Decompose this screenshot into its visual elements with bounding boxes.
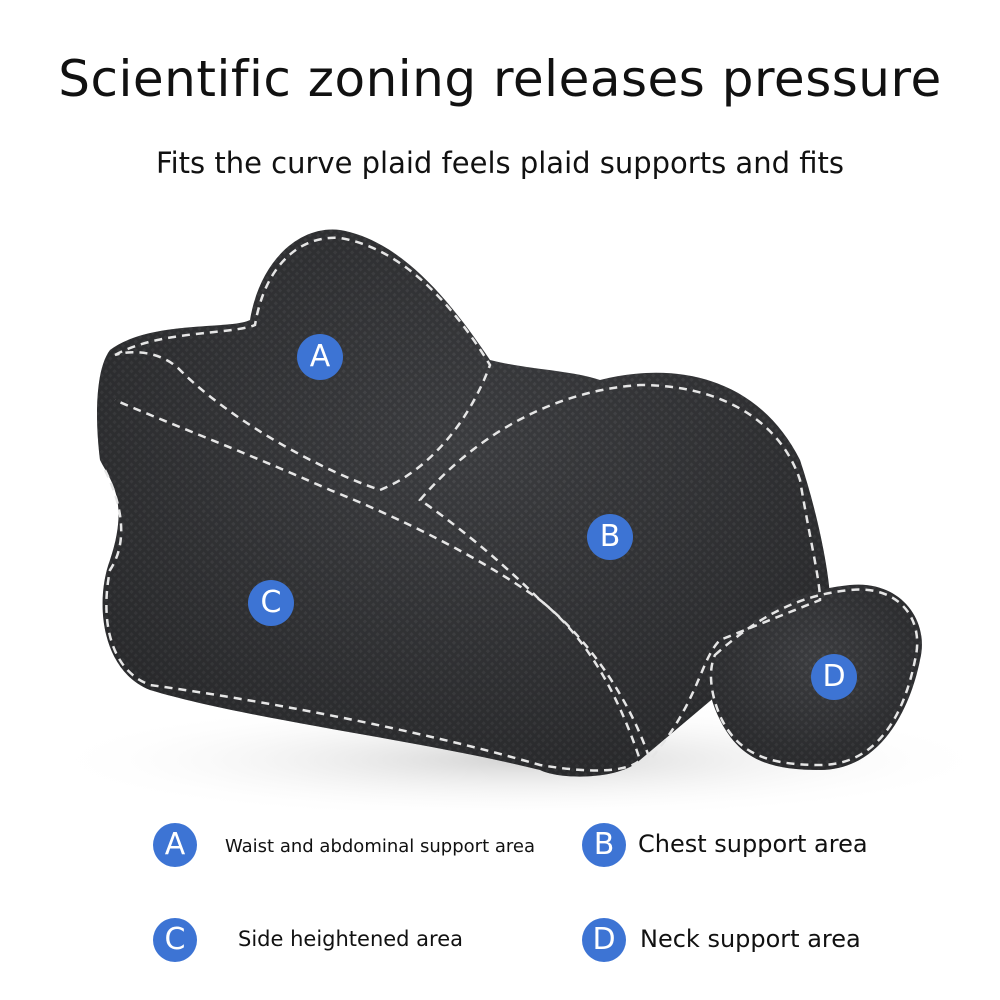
page-title: Scientific zoning releases pressure: [58, 50, 942, 108]
legend-badge-d: D: [582, 918, 626, 962]
legend-label-d: Neck support area: [640, 925, 861, 953]
zone-marker-c: C: [248, 580, 294, 626]
legend-badge-c: C: [153, 918, 197, 962]
zone-marker-b-letter: B: [599, 519, 621, 554]
cushion-graphic: [40, 229, 1000, 820]
zone-marker-c-letter: C: [260, 585, 282, 620]
legend-badge-b: B: [582, 823, 626, 867]
legend-label-c: Side heightened area: [238, 927, 464, 951]
legend-label-b: Chest support area: [638, 830, 868, 858]
page-subtitle: Fits the curve plaid feels plaid support…: [156, 146, 844, 180]
legend-badge-a: A: [153, 823, 197, 867]
zone-marker-a-letter: A: [309, 339, 331, 374]
zone-marker-d: D: [811, 654, 857, 700]
zone-marker-a: A: [297, 334, 343, 380]
legend-label-a: Waist and abdominal support area: [225, 836, 535, 857]
cushion-illustration: A B C D: [0, 210, 1000, 820]
zone-marker-b: B: [587, 514, 633, 560]
zone-marker-d-letter: D: [822, 659, 846, 694]
